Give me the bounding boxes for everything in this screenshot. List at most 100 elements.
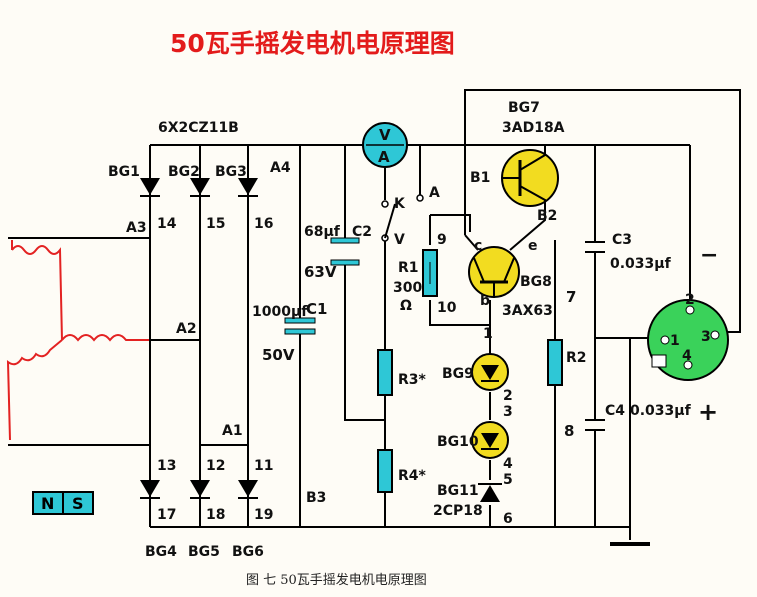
socket-pin-3: 3	[701, 329, 711, 345]
transistor-bg7	[501, 145, 559, 207]
diode-bg5	[190, 480, 210, 499]
resistor-r3	[377, 349, 393, 396]
node-b3: B3	[306, 490, 326, 506]
diode-bg10	[471, 421, 509, 459]
node-b2: B2	[537, 208, 557, 224]
resistor-r4	[377, 449, 393, 493]
magnet-s: S	[72, 494, 84, 513]
diode-bg4	[140, 480, 160, 499]
output-socket	[647, 145, 729, 381]
c2-value: 68μf	[304, 224, 341, 240]
label-bg8-model: 3AX63	[502, 303, 553, 319]
magnet-n: N	[41, 494, 54, 513]
c1-value: 1000μf	[252, 304, 308, 320]
c3-value: 0.033μf	[610, 256, 672, 272]
terminal-1: 1	[483, 326, 493, 342]
label-bg7: BG7	[508, 100, 540, 116]
terminal-4: 4	[503, 456, 513, 472]
node-a4: A4	[270, 160, 291, 176]
magnet	[32, 491, 94, 515]
label-c4: C4	[605, 403, 625, 419]
r1-value: 300	[393, 280, 422, 296]
terminal-17: 17	[157, 507, 176, 523]
capacitor-c3	[585, 241, 605, 253]
diode-bg2	[190, 178, 210, 197]
diagram-title: 50瓦手摇发电机电原理图	[170, 29, 455, 58]
terminal-12: 12	[206, 458, 225, 474]
terminal-14: 14	[157, 216, 177, 232]
label-bg8: BG8	[520, 274, 552, 290]
node-b1: B1	[470, 170, 490, 186]
bg11-model: 2CP18	[433, 503, 483, 519]
resistor-r1	[422, 249, 438, 297]
label-bg6: BG6	[232, 544, 264, 560]
terminal-11: 11	[254, 458, 273, 474]
socket-minus: −	[700, 243, 718, 268]
terminal-19: 19	[254, 507, 273, 523]
generator-coils	[6, 237, 150, 446]
label-bg3: BG3	[215, 164, 247, 180]
socket-pin-2: 2	[685, 292, 695, 308]
node-a2: A2	[176, 321, 197, 337]
label-bg9: BG9	[442, 366, 474, 382]
zener-bg11	[478, 483, 502, 502]
terminal-15: 15	[206, 216, 225, 232]
socket-pin-4: 4	[682, 348, 692, 364]
label-bg7-model: 3AD18A	[502, 120, 565, 136]
socket-pin-1: 1	[670, 333, 680, 349]
label-c1: C1	[306, 300, 327, 318]
terminal-6: 6	[503, 511, 513, 527]
rectifier-model: 6X2CZ11B	[158, 120, 239, 136]
label-bg5: BG5	[188, 544, 220, 560]
terminal-10: 10	[437, 300, 457, 316]
terminal-16: 16	[254, 216, 273, 232]
terminal-2: 2	[503, 388, 513, 404]
figure-caption: 图 七 50瓦手摇发电机电原理图	[246, 572, 427, 588]
label-bg10: BG10	[437, 434, 479, 450]
label-e-terminal: e	[528, 238, 538, 254]
diode-bg3	[238, 178, 258, 197]
meter-a-label: A	[378, 148, 390, 166]
c2-voltage: 63V	[304, 263, 337, 281]
socket-plus: +	[698, 398, 718, 426]
node-a3: A3	[126, 220, 147, 236]
resistor-r2	[547, 339, 563, 386]
c1-voltage: 50V	[262, 346, 295, 364]
label-bg11: BG11	[437, 483, 479, 499]
terminal-9: 9	[437, 232, 447, 248]
terminal-8: 8	[564, 422, 574, 440]
label-b-terminal: b	[480, 293, 490, 309]
label-c3: C3	[612, 232, 632, 248]
label-r2: R2	[566, 350, 587, 366]
diode-bg6	[238, 480, 258, 499]
r1-unit: Ω	[400, 298, 412, 314]
terminal-7: 7	[566, 288, 576, 306]
meter-v-label: V	[379, 126, 391, 144]
diode-bg9	[471, 353, 509, 391]
volt-ammeter	[362, 122, 408, 168]
terminal-3: 3	[503, 404, 513, 420]
terminal-5: 5	[503, 472, 513, 488]
switch-v-label: V	[394, 232, 405, 248]
label-c2: C2	[352, 224, 372, 240]
label-bg2: BG2	[168, 164, 200, 180]
node-a: A	[429, 185, 440, 201]
capacitor-c1	[284, 317, 316, 335]
terminal-13: 13	[157, 458, 176, 474]
transistor-bg8	[468, 246, 520, 298]
label-r1: R1	[398, 260, 419, 276]
wiring	[149, 89, 741, 546]
diode-bg1	[140, 178, 160, 197]
label-r3: R3*	[398, 372, 427, 388]
label-bg1: BG1	[108, 164, 140, 180]
switch-k	[381, 194, 424, 242]
capacitor-c4	[585, 419, 605, 431]
label-c-terminal: c	[474, 238, 482, 254]
label-bg4: BG4	[145, 544, 177, 560]
capacitor-c2	[330, 237, 360, 266]
terminal-18: 18	[206, 507, 225, 523]
node-a1: A1	[222, 423, 243, 439]
c4-value: 0.033μf	[630, 403, 692, 419]
